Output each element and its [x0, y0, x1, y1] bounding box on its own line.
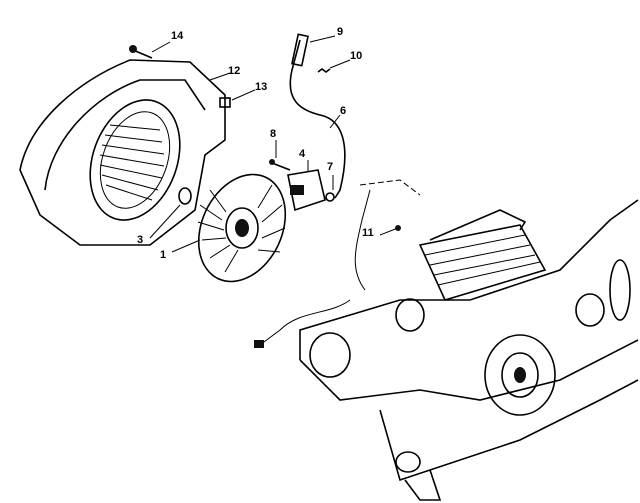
callout-14: 14: [171, 30, 184, 42]
ignition-lead-part: [289, 33, 351, 199]
callout-9: 9: [337, 26, 344, 38]
callout-6: 6: [340, 105, 347, 117]
callout-8: 8: [270, 128, 277, 140]
callout-1: 1: [160, 249, 167, 261]
callout-7: 7: [327, 161, 334, 173]
callout-3: 3: [137, 234, 144, 246]
nut-13-part: [209, 72, 256, 108]
callout-4: 4: [299, 148, 306, 160]
fan-housing-part: [19, 59, 226, 246]
screw-14-part: [129, 41, 171, 59]
flywheel-part: [149, 173, 287, 283]
engine-assembly-part: [254, 179, 639, 501]
ignition-module-part: [269, 140, 335, 212]
callout-12: 12: [228, 65, 241, 77]
callout-10: 10: [350, 50, 363, 62]
callout-13: 13: [255, 81, 268, 93]
callout-11: 11: [362, 227, 374, 239]
